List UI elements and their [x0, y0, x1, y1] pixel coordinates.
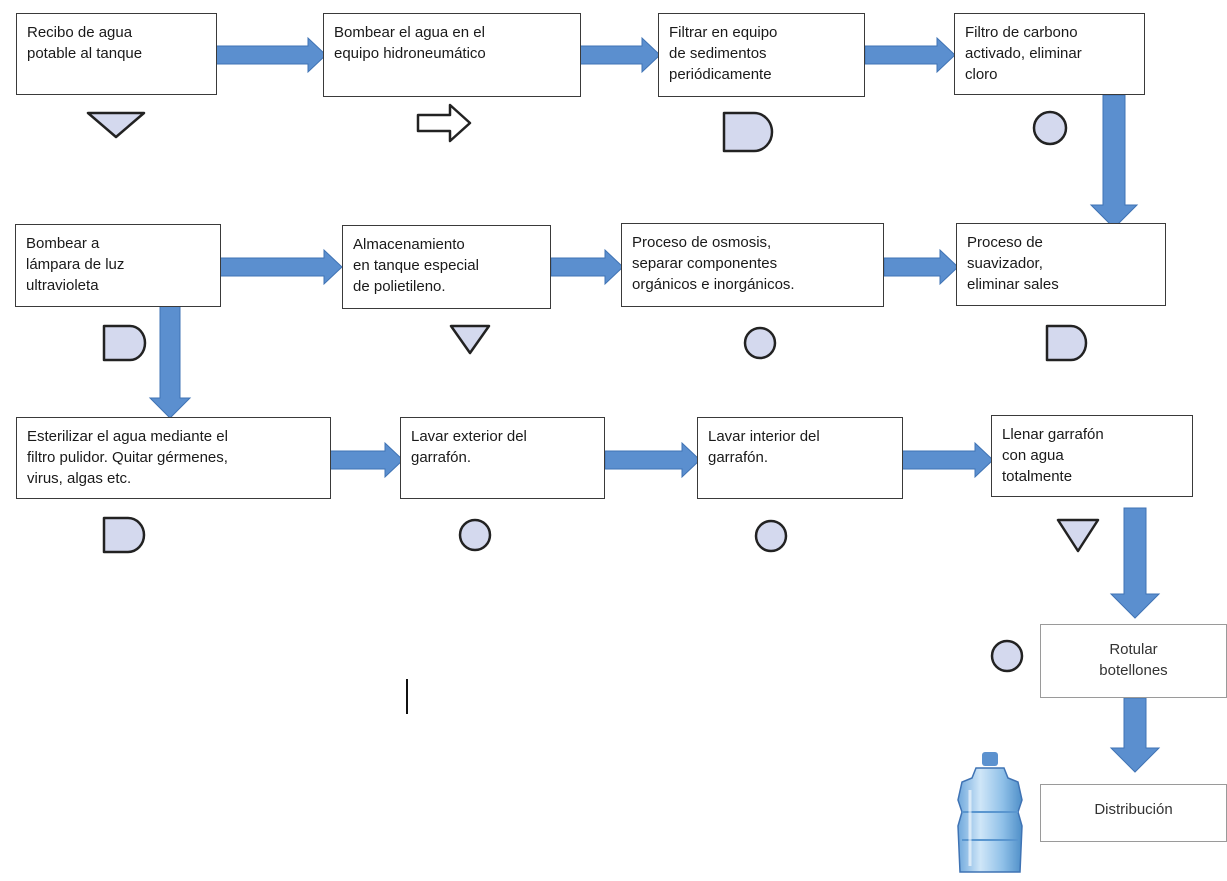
flow-arrow-6-7 [550, 248, 624, 286]
flow-arrow-5-9 [148, 304, 192, 419]
flow-arrow-3-4 [864, 36, 956, 74]
step-label: Filtro de carbono activado, eliminar clo… [965, 24, 1082, 83]
step-box-rotular: Rotular botellones [1040, 624, 1227, 698]
flow-arrow-2-3 [579, 36, 661, 74]
step-label: Almacenamiento en tanque especial de pol… [353, 236, 479, 295]
flow-arrow-10-11 [604, 441, 701, 479]
hollow-arrow-icon [416, 103, 472, 143]
flow-arrow-12-13 [1109, 507, 1161, 619]
triangle-icon [1056, 518, 1100, 553]
step-label: Esterilizar el agua mediante el filtro p… [27, 428, 228, 487]
step-label: Filtrar en equipo de sedimentos periódic… [669, 24, 778, 83]
triangle-icon [86, 111, 146, 139]
step-label: Proceso de suavizador, eliminar sales [967, 234, 1059, 293]
circle-icon [754, 519, 788, 553]
d-shape-icon [102, 324, 147, 362]
d-shape-icon [1045, 324, 1088, 362]
step-label: Distribución [1094, 801, 1173, 818]
flow-arrow-5-6 [219, 248, 343, 286]
flow-arrow-7-8 [883, 248, 959, 286]
flow-arrow-1-2 [215, 36, 327, 74]
step-box-lavar-interior: Lavar interior del garrafón. [697, 417, 903, 499]
step-label: Lavar exterior del garrafón. [411, 428, 527, 466]
step-box-lavar-exterior: Lavar exterior del garrafón. [400, 417, 605, 499]
flow-arrow-9-10 [329, 441, 404, 479]
d-shape-icon [102, 516, 146, 554]
step-label: Bombear el agua en el equipo hidroneumát… [334, 24, 486, 62]
flow-arrow-13-14 [1109, 697, 1161, 773]
step-box-lampara-uv: Bombear a lámpara de luz ultravioleta [15, 224, 221, 307]
circle-icon [743, 326, 777, 360]
step-box-filtro-carbono: Filtro de carbono activado, eliminar clo… [954, 13, 1145, 95]
step-box-recibo: Recibo de agua potable al tanque [16, 13, 217, 95]
d-shape-icon [722, 111, 774, 153]
flow-arrow-11-12 [901, 441, 994, 479]
step-label: Bombear a lámpara de luz ultravioleta [26, 235, 125, 294]
step-label: Proceso de osmosis, separar componentes … [632, 234, 795, 293]
step-box-osmosis: Proceso de osmosis, separar componentes … [621, 223, 884, 307]
water-jug-icon [957, 752, 1023, 873]
circle-icon [990, 639, 1024, 673]
circle-icon [1032, 110, 1068, 146]
step-label: Recibo de agua potable al tanque [27, 24, 143, 62]
text-cursor [406, 679, 408, 714]
step-label: Lavar interior del garrafón. [708, 428, 820, 466]
step-label: Rotular botellones [1099, 641, 1168, 679]
step-box-distribucion: Distribución [1040, 784, 1227, 842]
step-box-almacenamiento: Almacenamiento en tanque especial de pol… [342, 225, 551, 309]
step-label: Llenar garrafón con agua totalmente [1002, 426, 1104, 485]
step-box-esterilizar: Esterilizar el agua mediante el filtro p… [16, 417, 331, 499]
step-box-filtrar-sedimentos: Filtrar en equipo de sedimentos periódic… [658, 13, 865, 97]
flow-arrow-4-8 [1089, 94, 1139, 229]
triangle-icon [449, 324, 491, 355]
step-box-llenar-garrafon: Llenar garrafón con agua totalmente [991, 415, 1193, 497]
step-box-suavizador: Proceso de suavizador, eliminar sales [956, 223, 1166, 306]
step-box-bombear-hidroneumatico: Bombear el agua en el equipo hidroneumát… [323, 13, 581, 97]
circle-icon [458, 518, 492, 552]
